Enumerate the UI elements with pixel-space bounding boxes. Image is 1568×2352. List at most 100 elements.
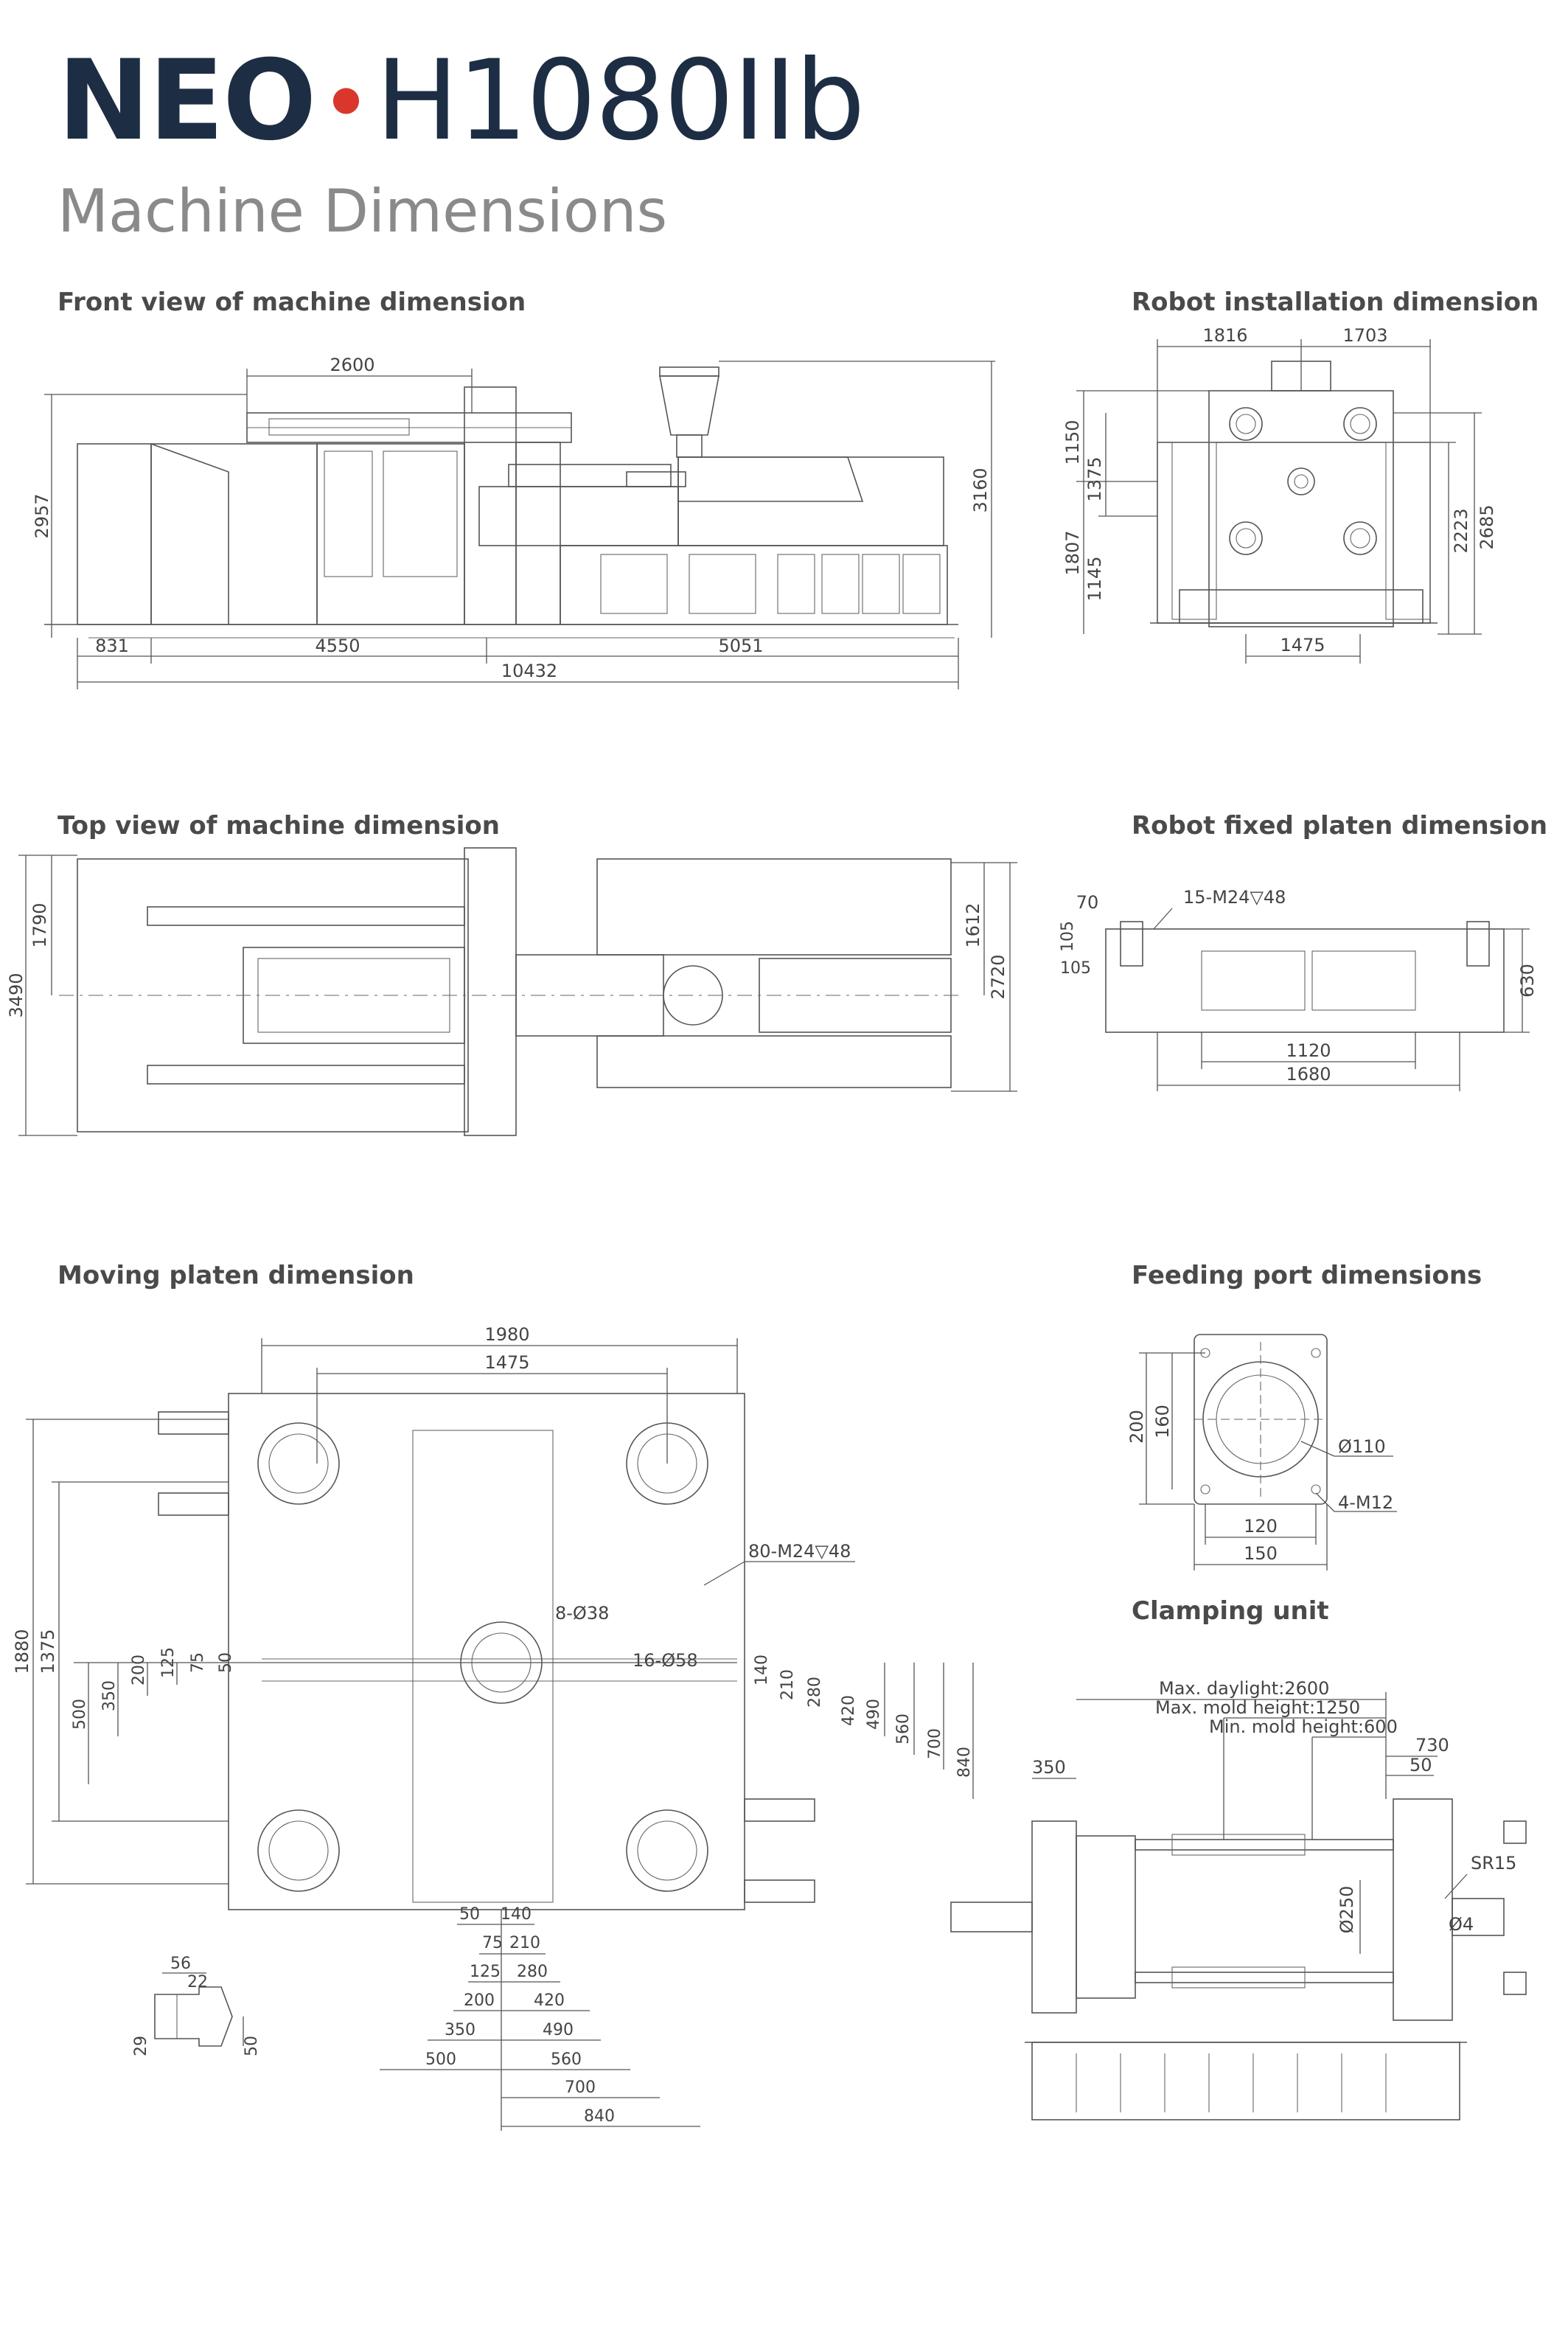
- dim-10432: 10432: [501, 661, 557, 681]
- dim-1475-robot: 1475: [1280, 635, 1325, 655]
- front-view-machine: [44, 366, 958, 639]
- dim-50-clamp: 50: [1410, 1755, 1432, 1775]
- product-title: NEO•H1080IIb: [58, 46, 865, 169]
- sr15: SR15: [1471, 1853, 1516, 1873]
- dim-b125: 125: [470, 1963, 501, 1981]
- hole-8-dia38: 8-Ø38: [555, 1603, 609, 1624]
- dim-5051: 5051: [718, 636, 763, 656]
- robot-fixed-dimensions: 70 15-M24▽48 105 105 630 1120 1680: [1059, 887, 1538, 1091]
- clamping-unit: [950, 1798, 1527, 2120]
- feeding-port-dimensions: 200 160 Ø110 4-M12 120 150: [1126, 1352, 1397, 1570]
- robot-installation-dimensions: 1816 1703 1150 1375 1807 1145 2223 2685 …: [1062, 325, 1497, 664]
- dim-1816: 1816: [1202, 325, 1247, 346]
- title-dot: •: [322, 60, 370, 146]
- dim-b490: 490: [543, 2021, 574, 2039]
- dim-105-b: 105: [1060, 959, 1091, 978]
- heading-top-view: Top view of machine dimension: [58, 811, 500, 841]
- dim-4550: 4550: [315, 636, 360, 656]
- dim-b200: 200: [464, 1991, 495, 2010]
- dim-2720: 2720: [988, 954, 1008, 999]
- thread-4-m12: 4-M12: [1338, 1492, 1393, 1513]
- dim-b700: 700: [565, 2078, 596, 2097]
- dim-2957: 2957: [32, 493, 52, 538]
- dim-1120: 1120: [1286, 1040, 1331, 1061]
- dim-105-a: 105: [1059, 921, 1077, 952]
- dim-b350: 350: [445, 2021, 475, 2039]
- dim-r420: 420: [840, 1695, 858, 1726]
- dim-b75: 75: [482, 1934, 503, 1952]
- max-daylight: Max. daylight:2600: [1159, 1678, 1329, 1699]
- dim-1145: 1145: [1084, 556, 1105, 601]
- dim-2223: 2223: [1451, 508, 1471, 553]
- dim-r560: 560: [894, 1713, 913, 1744]
- thread-15-m24: 15-M24▽48: [1183, 887, 1286, 908]
- robot-fixed-platen: [1105, 921, 1505, 1033]
- moving-platen-section-detail: 56 22 29 50: [132, 1955, 261, 2056]
- dim-70: 70: [1076, 892, 1099, 913]
- dim-1703: 1703: [1342, 325, 1387, 346]
- dim-730: 730: [1415, 1735, 1449, 1756]
- dim-b210: 210: [509, 1934, 540, 1952]
- dim-1475-moving: 1475: [484, 1352, 529, 1373]
- dim-b840: 840: [584, 2107, 615, 2126]
- hole-16-dia58: 16-Ø58: [633, 1650, 698, 1671]
- dim-b280: 280: [517, 1963, 548, 1981]
- dim-b50: 50: [459, 1905, 480, 1924]
- front-view-dimensions: 2600 2957 3160 831 4550 5051 10432: [32, 355, 995, 689]
- dim-1612: 1612: [963, 902, 983, 947]
- moving-platen: [158, 1393, 815, 1910]
- dim-b420: 420: [534, 1991, 565, 2010]
- dim-s29: 29: [132, 2036, 150, 2056]
- dia-4: Ø4: [1449, 1914, 1474, 1935]
- dim-b560: 560: [551, 2050, 582, 2069]
- heading-robot-installation: Robot installation dimension: [1132, 288, 1539, 317]
- dim-2600: 2600: [330, 355, 374, 375]
- dim-1375: 1375: [1084, 456, 1105, 501]
- top-view-dimensions: 1790 3490 1612 2720: [6, 855, 1017, 1136]
- dim-s22: 22: [187, 1973, 208, 1991]
- dim-r140: 140: [753, 1655, 771, 1685]
- min-mold-height: Min. mold height:600: [1209, 1716, 1398, 1737]
- dim-r280: 280: [806, 1677, 824, 1708]
- page-subtitle: Machine Dimensions: [58, 177, 668, 246]
- dim-630: 630: [1517, 964, 1538, 998]
- dim-r700: 700: [926, 1728, 944, 1759]
- dim-1790: 1790: [29, 902, 50, 947]
- dim-350-clamp: 350: [1032, 1757, 1066, 1778]
- dim-3490: 3490: [6, 973, 27, 1017]
- heading-clamping-unit: Clamping unit: [1132, 1596, 1329, 1626]
- heading-front-view: Front view of machine dimension: [58, 288, 526, 317]
- dia-250: Ø250: [1337, 1886, 1357, 1934]
- dim-r490: 490: [865, 1699, 883, 1730]
- dia-110: Ø110: [1338, 1436, 1386, 1457]
- dim-v500: 500: [71, 1699, 89, 1730]
- clamping-unit-dimensions: Max. daylight:2600 Max. mold height:1250…: [1032, 1678, 1516, 1954]
- dim-150: 150: [1244, 1543, 1278, 1564]
- thread-80-m24: 80-M24▽48: [748, 1541, 851, 1562]
- dim-831: 831: [95, 636, 129, 656]
- dim-r210: 210: [778, 1669, 797, 1700]
- dim-1980: 1980: [484, 1324, 529, 1345]
- dim-b500: 500: [425, 2050, 456, 2069]
- dim-2685: 2685: [1477, 504, 1497, 549]
- moving-platen-dimensions: 1980 1475 80-M24▽48 8-Ø38 16-Ø58 1880 13…: [12, 1324, 974, 2131]
- dim-160: 160: [1152, 1405, 1173, 1438]
- max-mold-height: Max. mold height:1250: [1155, 1697, 1360, 1718]
- dim-1680: 1680: [1286, 1064, 1331, 1085]
- dim-r840: 840: [955, 1747, 974, 1778]
- model-name: H1080IIb: [375, 37, 865, 165]
- brand-name: NEO: [58, 37, 317, 165]
- heading-robot-fixed-platen: Robot fixed platen dimension: [1132, 811, 1548, 841]
- dim-b140: 140: [501, 1905, 532, 1924]
- dim-1150: 1150: [1062, 420, 1083, 465]
- heading-moving-platen: Moving platen dimension: [58, 1261, 414, 1290]
- heading-feeding-port: Feeding port dimensions: [1132, 1261, 1482, 1290]
- robot-installation-machine: [1150, 361, 1438, 627]
- dim-3160: 3160: [970, 467, 991, 512]
- dim-v350: 350: [100, 1680, 119, 1711]
- feeding-port: [1194, 1334, 1328, 1505]
- dim-120: 120: [1244, 1516, 1278, 1537]
- dim-200: 200: [1126, 1410, 1147, 1444]
- dim-1880: 1880: [12, 1629, 32, 1674]
- dim-s56: 56: [170, 1955, 191, 1973]
